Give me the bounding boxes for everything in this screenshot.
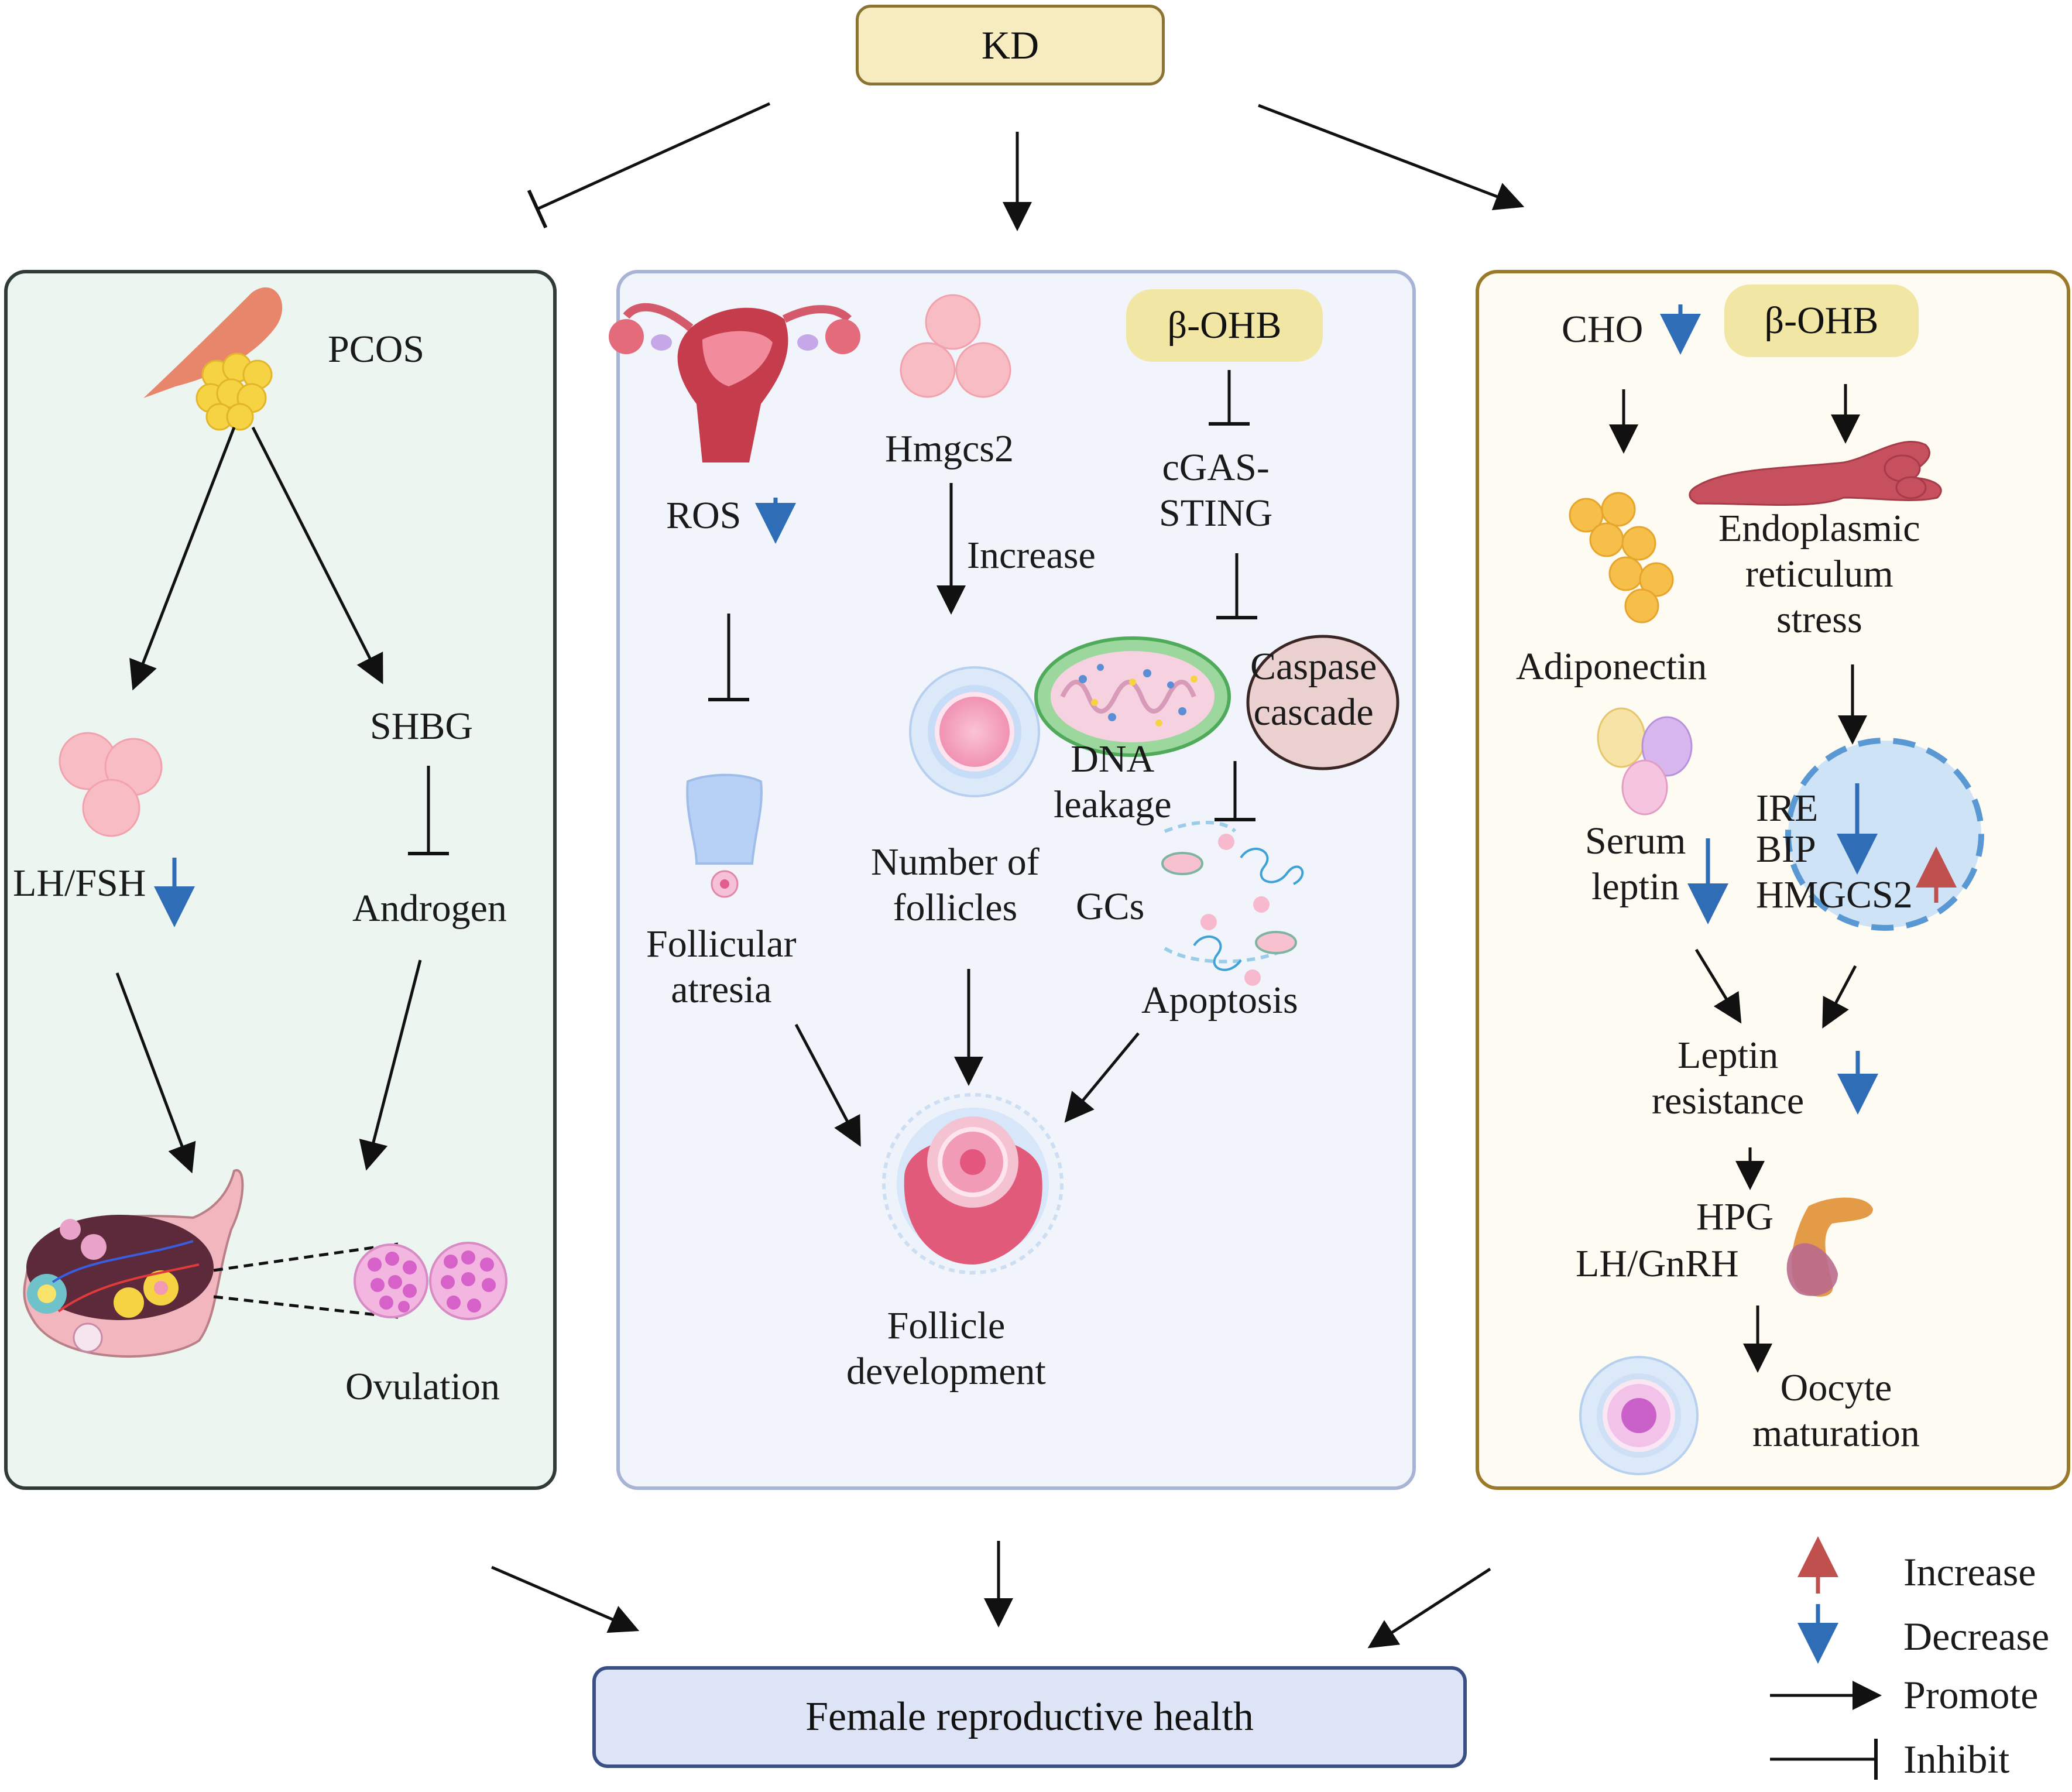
mitochondrion-icon (1034, 636, 1231, 757)
number-of-follicles-label: Number of follicles (871, 841, 1040, 929)
beta-ohb-pill-middle: β-OHB (1126, 289, 1323, 362)
ovary-icon (23, 1169, 244, 1358)
dna-leakage-label: DNA leakage (1054, 738, 1172, 826)
androgen-to-ovulation-arrow (359, 960, 422, 1171)
atretic-follicle-icon (686, 773, 763, 898)
kd-inhibit-left (527, 102, 771, 229)
right-to-health-arrow (1367, 1567, 1491, 1649)
legend-decrease-label: Decrease (1903, 1614, 2050, 1659)
ire-label: IRE (1756, 787, 1819, 830)
hmgcs2-cells-icon (900, 294, 1011, 398)
female-health-box: Female reproductive health (592, 1666, 1467, 1768)
nucleus-to-resistance-arrow (1822, 965, 1857, 1029)
oocyte-maturation-label: Oocyte maturation (1752, 1366, 1920, 1455)
caspase-label: Caspase cascade (1250, 645, 1377, 734)
left-to-health-arrow (491, 1565, 640, 1633)
beta-ohb-label-right: β-OHB (1764, 299, 1879, 342)
kd-promote-right (1258, 104, 1525, 211)
pcos-ovary-icon (143, 287, 283, 431)
hmgcs2-caps-label: HMGCS2 (1756, 873, 1913, 916)
cgas-sting-label: cGAS- STING (1159, 446, 1273, 534)
follicle-development-label: Follicle development (846, 1304, 1046, 1393)
pituitary-icon (1786, 1197, 1873, 1297)
leptin-resistance-label: Leptin resistance (1652, 1034, 1805, 1122)
legend-promote-label: Promote (1903, 1673, 2039, 1717)
left-panel (4, 270, 557, 1490)
serum-leptin-label: Serum leptin (1585, 820, 1686, 908)
lh-gnrh-label: LH/GnRH (1576, 1242, 1739, 1285)
lh-fsh-cells-icon (59, 732, 163, 837)
apoptosis-icon (1161, 821, 1304, 986)
beta-ohb-label-middle: β-OHB (1167, 304, 1282, 347)
pcos-label: PCOS (328, 328, 425, 371)
lh-fsh-label: LH/FSH (13, 862, 146, 904)
leptin-to-resistance-arrow (1694, 948, 1742, 1024)
follicular-atresia-label: Follicular atresia (646, 923, 797, 1011)
apoptosis-to-development-arrow (1064, 1032, 1140, 1123)
gcs-label: GCs (1076, 885, 1145, 928)
developing-follicle-icon (882, 1093, 1064, 1274)
kd-title-box: KD (856, 5, 1165, 85)
follicle-cluster-icon (909, 666, 1040, 797)
pcos-to-lhfsh-arrow (129, 427, 236, 691)
hmgcs2-label: Hmgcs2 (885, 427, 1014, 470)
kd-title: KD (981, 22, 1040, 67)
androgen-label: Androgen (352, 887, 507, 930)
adiponectin-label: Adiponectin (1516, 645, 1707, 688)
ros-label: ROS (666, 494, 742, 537)
pcos-to-shbg-arrow (251, 426, 383, 684)
ovary-zoom-line-top (213, 1242, 399, 1272)
hpg-label: HPG (1696, 1195, 1774, 1238)
female-health-label: Female reproductive health (805, 1694, 1254, 1739)
adipocytes-icon (1569, 492, 1674, 623)
er-icon (1689, 441, 1942, 506)
beta-ohb-pill-right: β-OHB (1724, 285, 1919, 357)
middle-panel (616, 270, 1416, 1490)
legend-inhibit-label: Inhibit (1903, 1737, 2010, 1781)
increase-label: Increase (967, 534, 1096, 577)
lhfsh-to-ovary-arrow (115, 972, 196, 1174)
bip-label: BIP (1756, 828, 1816, 871)
serum-leptin-cells-icon (1597, 707, 1693, 816)
cho-label: CHO (1562, 308, 1644, 351)
ovary-zoom-line-bottom (213, 1295, 399, 1319)
oocyte-icon (1579, 1356, 1699, 1475)
caspase-circle (1246, 635, 1399, 770)
er-stress-label: Endoplasmic reticulum stress (1718, 507, 1920, 641)
ovulation-label: Ovulation (345, 1365, 500, 1408)
ovulation-oocytes-icon (354, 1242, 507, 1320)
shbg-label: SHBG (370, 705, 474, 748)
atresia-to-development-arrow (794, 1023, 861, 1147)
legend-increase-label: Increase (1903, 1550, 2036, 1594)
apoptosis-label: Apoptosis (1141, 979, 1298, 1022)
uterus-icon (609, 303, 860, 462)
